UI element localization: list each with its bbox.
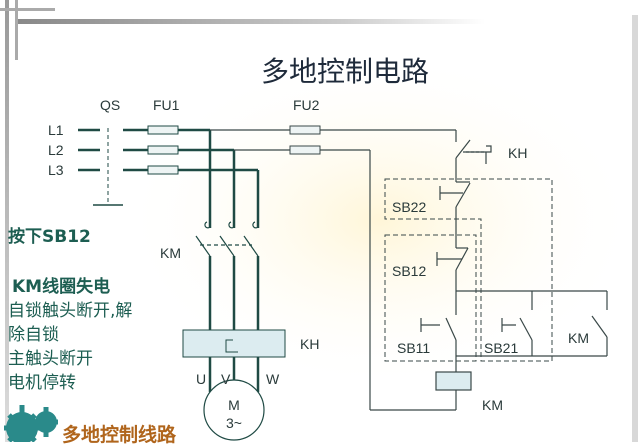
fu2-fuse-1 [289, 125, 321, 135]
km-coil [435, 371, 472, 391]
note-line-1: KM线圈失电 [12, 277, 111, 297]
label-qs: QS [100, 97, 120, 113]
page-title: 多地控制电路 [260, 55, 429, 88]
motor [203, 379, 265, 441]
label-kh-main: KH [300, 336, 319, 352]
label-l1: L1 [48, 122, 64, 138]
label-fu1: FU1 [153, 97, 180, 113]
kh-heater [182, 329, 286, 358]
sb12-sb11-station-box [384, 234, 477, 362]
note-line-2: 自锁触头断开,解 [8, 301, 133, 321]
label-kh-ctrl: KH [508, 145, 527, 161]
footer-title: 多地控制线路 [62, 424, 177, 446]
note-line-4: 主触头断开 [8, 349, 93, 369]
decor-bar-vertical-short [15, 0, 18, 60]
gear-icon [4, 405, 58, 442]
label-km-main: KM [160, 245, 181, 261]
background-glow [120, 50, 640, 390]
fu1-fuses [147, 125, 179, 175]
label-sb12: SB12 [392, 263, 426, 279]
fu2-fuse-2 [289, 145, 321, 155]
motor-label: M [228, 397, 240, 413]
km-main-contacts [195, 221, 259, 257]
decor-bar-right [632, 15, 638, 442]
label-v: V [221, 371, 231, 387]
label-fu2: FU2 [293, 97, 320, 113]
note-press: 按下SB12 [8, 227, 91, 247]
decor-bar-top [0, 8, 55, 11]
label-l3: L3 [48, 162, 64, 178]
label-km-contact: KM [568, 330, 589, 346]
note-line-5: 电机停转 [8, 373, 76, 393]
main-circuit [78, 125, 286, 441]
sb11-no-contact [445, 317, 457, 341]
label-l2: L2 [48, 142, 64, 158]
label-u: U [196, 371, 206, 387]
label-w: W [266, 371, 280, 387]
sb21-no-contact [519, 317, 533, 341]
decor-bar-vertical [5, 0, 9, 442]
sb22-sb21-station-box [384, 178, 553, 362]
control-circuit [210, 125, 608, 411]
sb22-nc-contact [455, 182, 471, 208]
label-km-coil: KM [482, 397, 503, 413]
kh-nc-contact [455, 139, 471, 159]
label-sb11: SB11 [397, 340, 430, 356]
note-line-3: 除自锁 [8, 325, 59, 345]
label-sb21: SB21 [484, 340, 518, 356]
motor-phase: 3~ [226, 415, 242, 431]
decor-bar-horizontal [15, 19, 485, 24]
label-sb22: SB22 [392, 199, 426, 215]
km-hold-contact [591, 315, 608, 338]
